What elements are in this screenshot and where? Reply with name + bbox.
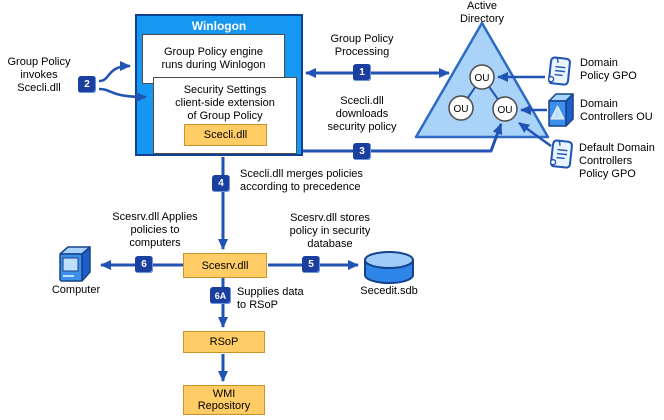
step-5-label: Scesrv.dll stores policy in security dat… bbox=[289, 212, 371, 250]
secedit-label: Secedit.sdb bbox=[360, 285, 418, 297]
scesrv-dll-box: Scesrv.dll bbox=[183, 253, 267, 278]
ou-circle-top bbox=[469, 64, 495, 90]
ou-label-right: OU bbox=[498, 105, 513, 116]
ou-label-top: OU bbox=[475, 73, 490, 84]
default-domain-gpo-label: Default Domain Controllers Policy GPO bbox=[579, 142, 655, 180]
step-3-label: Scecli.dll downloads security policy bbox=[327, 95, 397, 133]
active-directory-triangle bbox=[414, 21, 550, 139]
step-5-badge: 5 bbox=[302, 256, 320, 273]
step-4-badge: 4 bbox=[212, 175, 230, 192]
step-6a-label: Supplies data to RSoP bbox=[237, 286, 304, 311]
winlogon-title: Winlogon bbox=[191, 19, 247, 33]
computer-icon bbox=[59, 246, 91, 282]
secedit-database-icon bbox=[364, 251, 414, 284]
step-3-badge: 3 bbox=[353, 143, 371, 160]
domain-controllers-ou-label: Domain Controllers OU bbox=[580, 98, 653, 123]
step-6-badge: 6 bbox=[135, 256, 153, 273]
domain-policy-gpo-label: Domain Policy GPO bbox=[580, 57, 637, 82]
step-6-label: Scesrv.dll Applies policies to computers bbox=[112, 211, 198, 249]
gpo-link-arrows bbox=[497, 72, 552, 148]
default-domain-gpo-scroll-icon bbox=[549, 139, 573, 169]
wmi-repository-box: WMI Repository bbox=[183, 385, 265, 415]
security-settings-cse-box: Security Settings client-side extension … bbox=[153, 77, 297, 154]
step-2-badge: 2 bbox=[78, 76, 96, 93]
domain-policy-gpo-scroll-icon bbox=[547, 56, 571, 86]
ou-circles: OU OU OU bbox=[448, 64, 518, 122]
step-6a-badge: 6A bbox=[210, 287, 231, 304]
step-1-label: Group Policy Processing bbox=[330, 33, 394, 58]
ou-circle-right bbox=[492, 96, 518, 122]
scecli-dll-box: Scecli.dll bbox=[184, 124, 267, 146]
step-4-label: Scecli.dll merges policies according to … bbox=[240, 168, 363, 193]
active-directory-label: Active Directory bbox=[459, 0, 504, 25]
group-policy-engine-box: Group Policy engine runs during Winlogon bbox=[142, 34, 285, 84]
security-settings-cse-text: Security Settings client-side extension … bbox=[175, 84, 275, 122]
ou-circle-left bbox=[448, 95, 474, 121]
rsop-box: RSoP bbox=[183, 331, 265, 353]
ou-connector-lines bbox=[460, 76, 506, 110]
computer-label: Computer bbox=[51, 284, 101, 296]
ou-label-left: OU bbox=[454, 104, 469, 115]
step-1-badge: 1 bbox=[353, 64, 371, 81]
domain-controllers-server-icon bbox=[548, 93, 574, 127]
step-2-label: Group Policy invokes Scecli.dll bbox=[7, 56, 71, 94]
